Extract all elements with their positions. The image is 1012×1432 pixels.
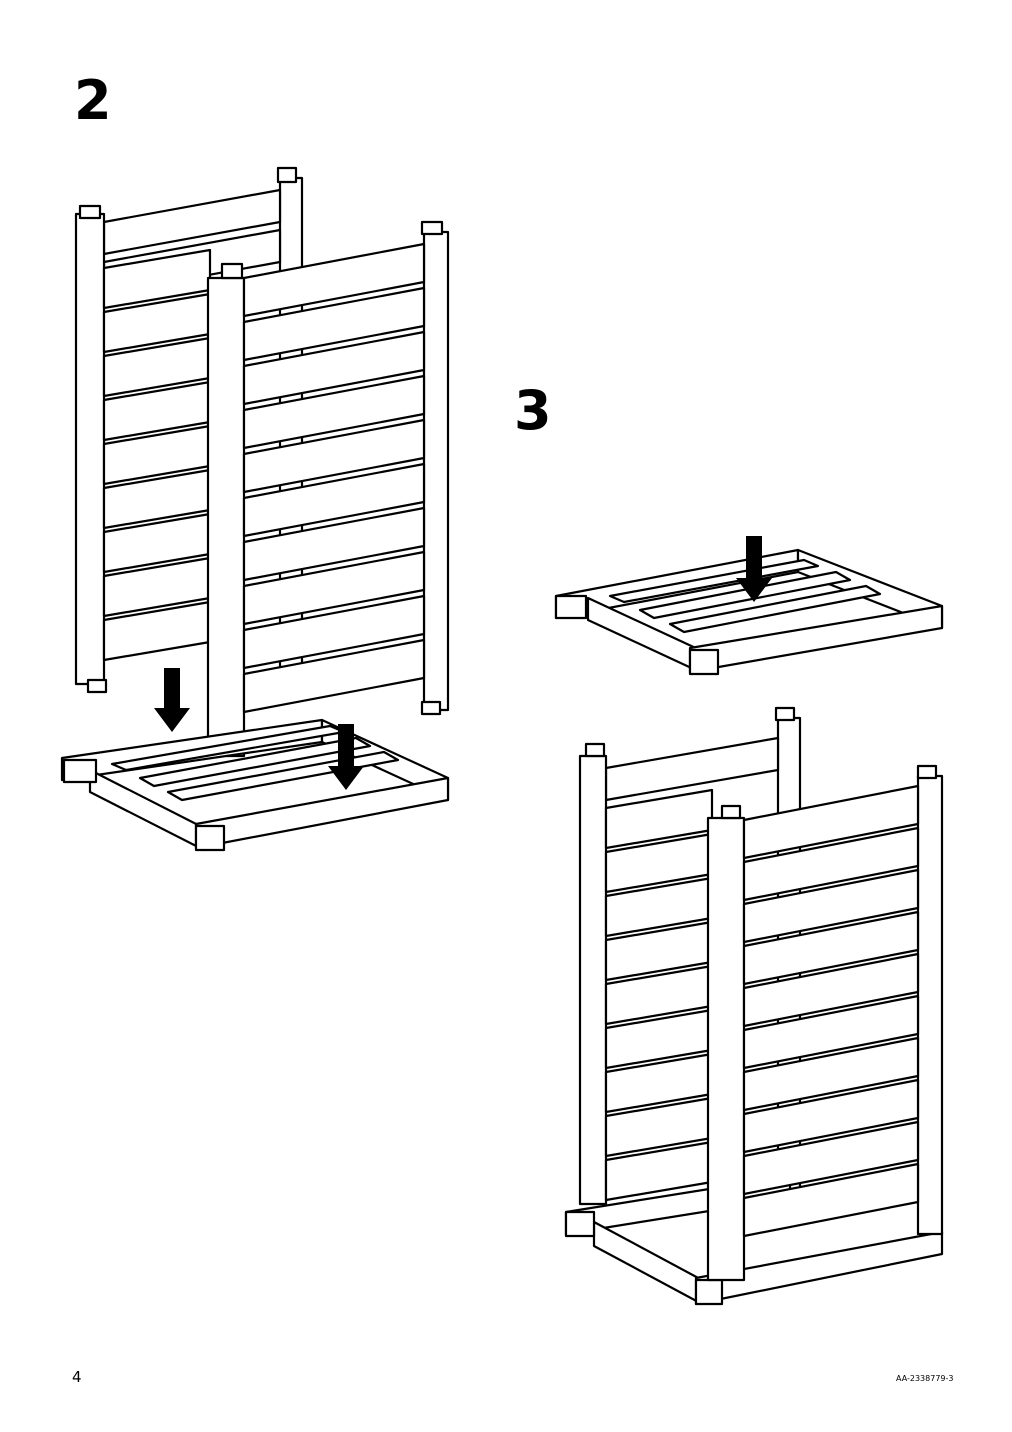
post-tenon: [276, 166, 298, 184]
left-panel-post: [578, 754, 608, 1206]
post-tenon: [420, 700, 442, 716]
post-tenon: [420, 220, 444, 236]
left-panel-slats: [102, 248, 212, 662]
post-tenon: [916, 764, 938, 780]
document-code: AA-2338779-3: [896, 1374, 954, 1383]
post-tenon: [774, 706, 796, 722]
step-3-number: 3: [514, 379, 552, 442]
post-tenon: [78, 204, 102, 220]
step-2-base-frame: [60, 718, 450, 852]
front-panel-slats: [742, 784, 920, 1238]
post-tenon: [86, 678, 108, 694]
left-panel-slats: [604, 788, 714, 1202]
step-3-top-frame: [554, 548, 944, 676]
down-arrow-icon: [328, 724, 364, 790]
down-arrow-icon: [154, 668, 190, 732]
step-2-number: 2: [74, 69, 112, 132]
post-tenon: [720, 804, 742, 820]
post-tenon: [220, 262, 244, 280]
down-arrow-icon: [736, 536, 772, 602]
front-panel-slats: [242, 242, 426, 714]
page-number: 4: [72, 1368, 82, 1386]
front-panel-left-post: [706, 816, 746, 1282]
front-panel-right-post: [916, 774, 944, 1236]
post-tenon: [584, 742, 606, 758]
